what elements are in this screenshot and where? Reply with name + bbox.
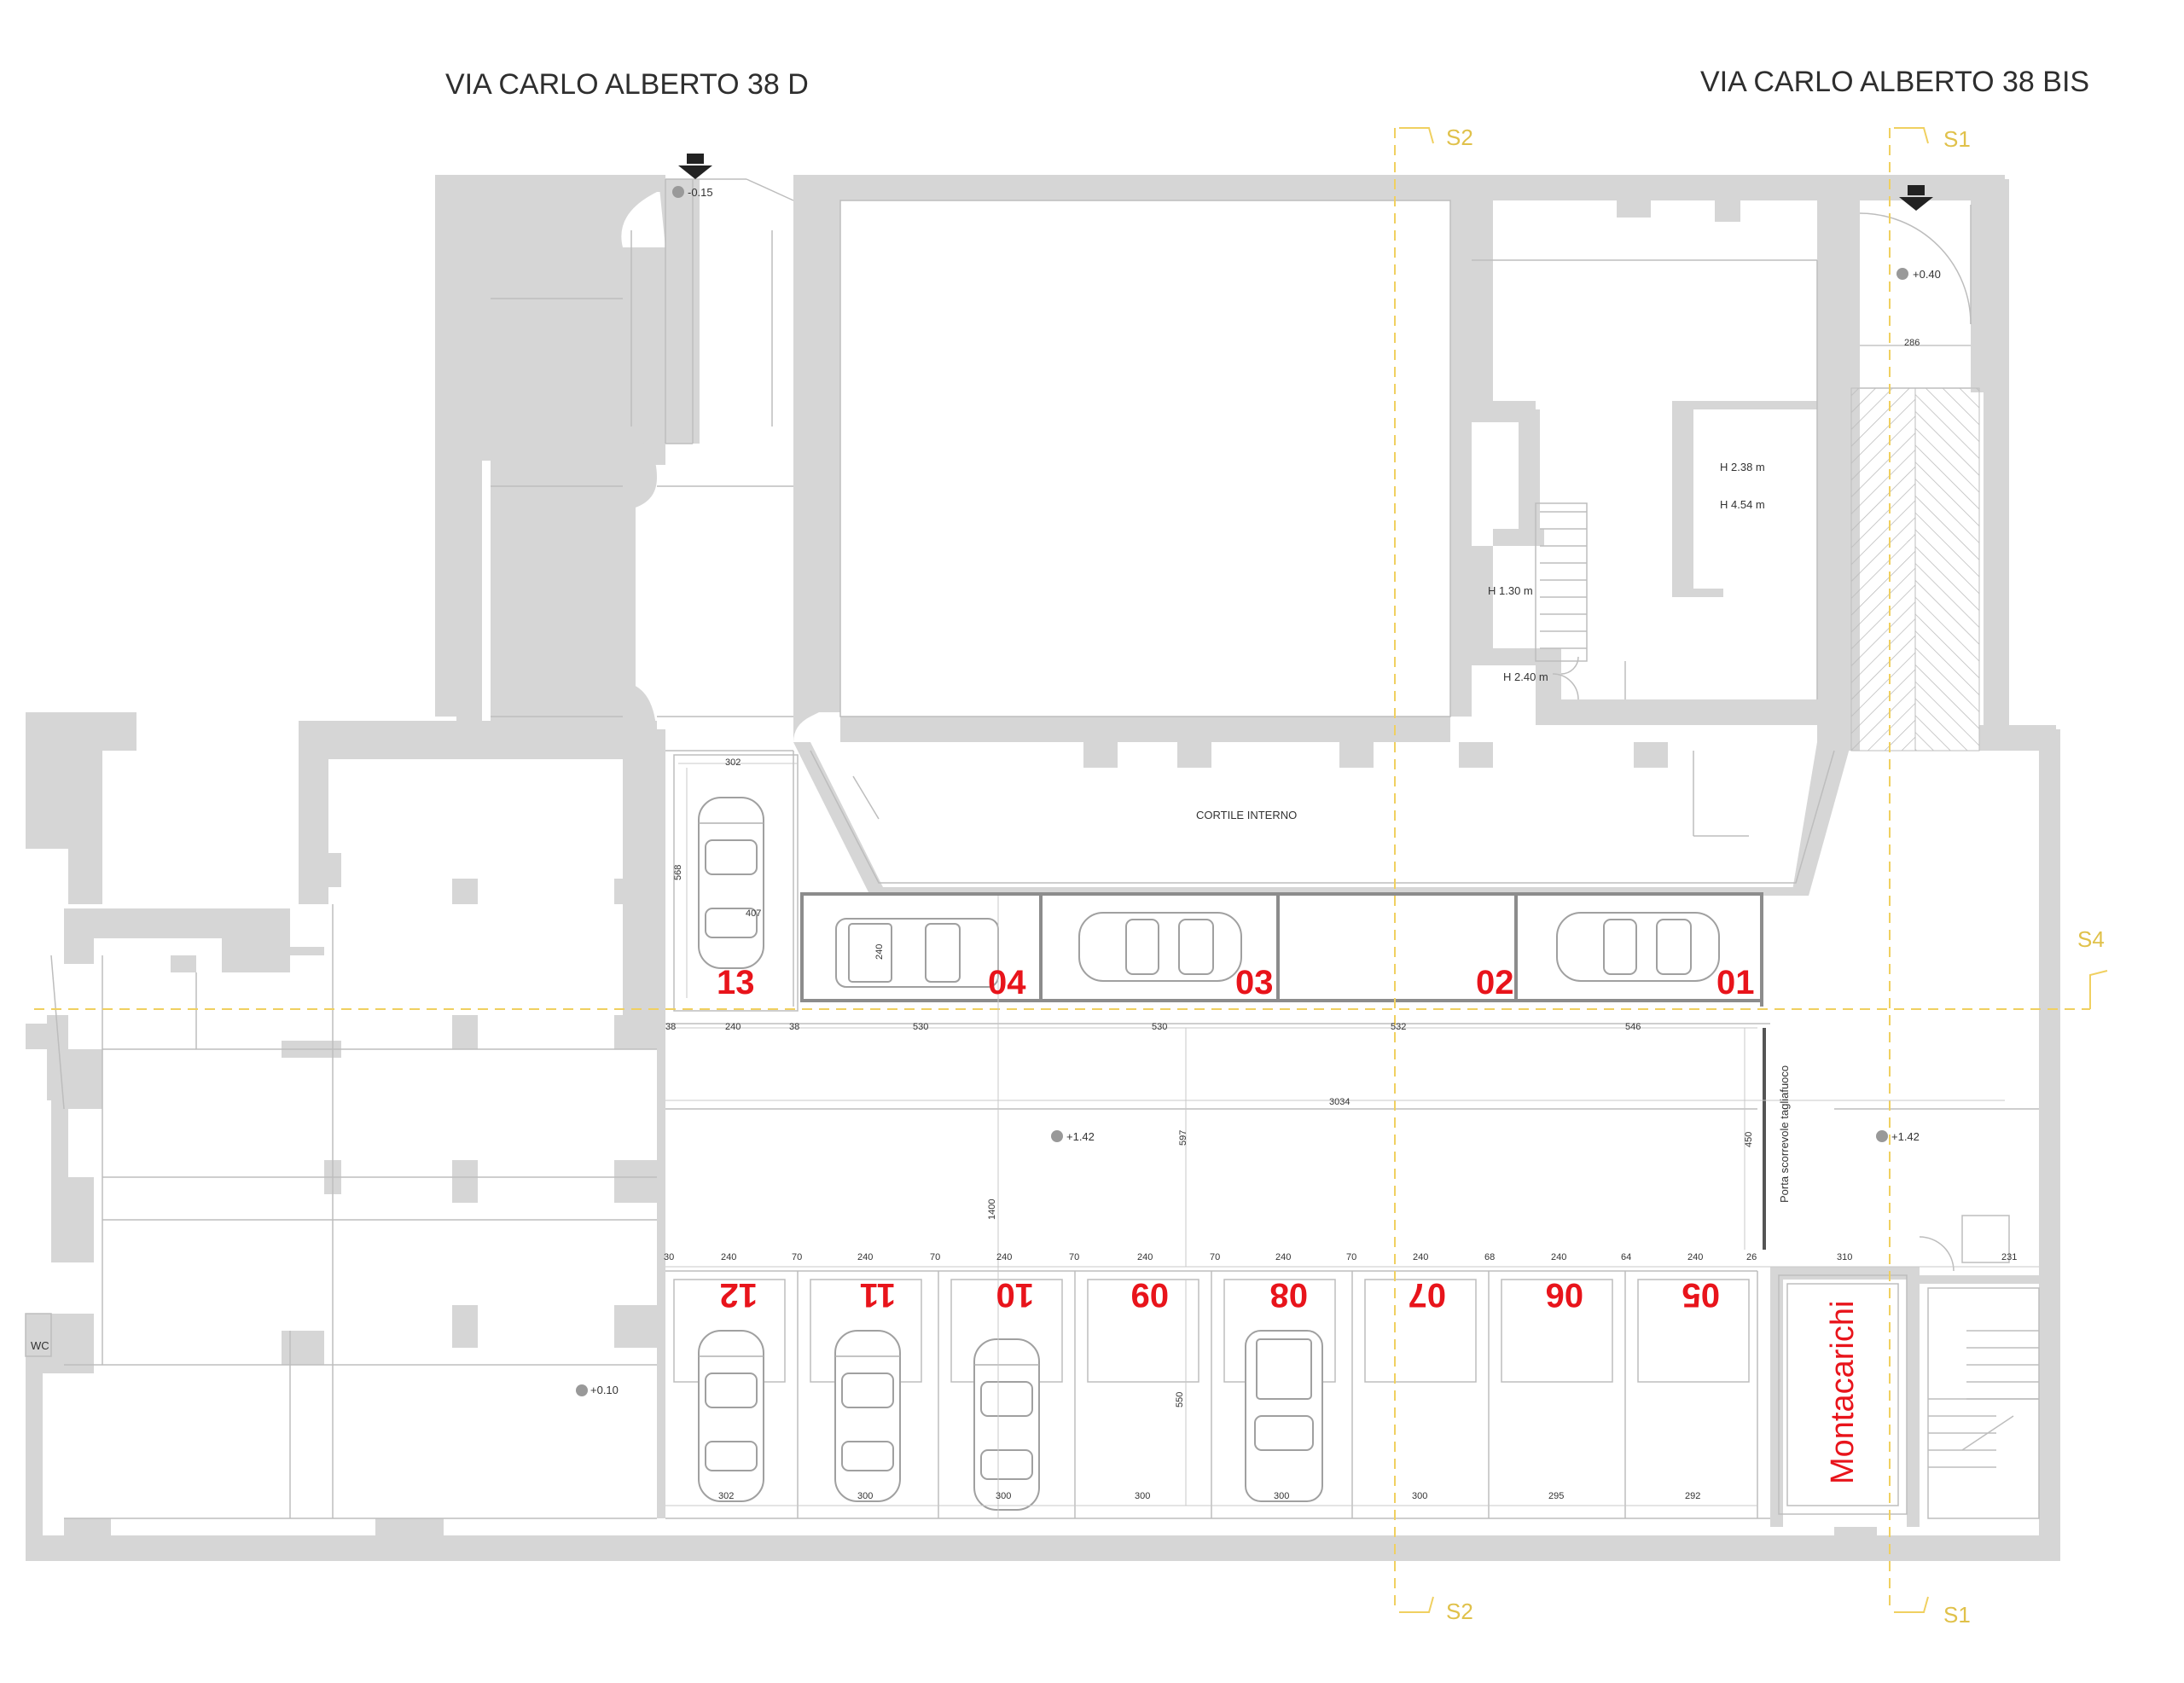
level-icons [576, 186, 1908, 1396]
dimension-value: 295 [1548, 1491, 1564, 1501]
walls [26, 175, 2060, 1561]
dimension-value: 300 [857, 1491, 873, 1501]
fire-door-label: Porta scorrevole tagliafuoco [1778, 1065, 1791, 1203]
dimension-value: 70 [1069, 1252, 1079, 1262]
courtyard-label: CORTILE INTERNO [1196, 809, 1297, 821]
hatched-ramp [1850, 387, 1980, 752]
dimension-value: 26 [1746, 1252, 1757, 1262]
spot-label-13: 13 [717, 964, 755, 1001]
dimension-value: 240 [1551, 1252, 1566, 1262]
height-label-4: H 2.40 m [1503, 670, 1548, 683]
spot-label-01: 01 [1716, 964, 1755, 1001]
dimension-value: 30 [664, 1252, 674, 1262]
spot-label-02: 02 [1476, 964, 1514, 1001]
spot-label-03: 03 [1235, 964, 1274, 1001]
section-s2-bottom: S2 [1446, 1599, 1473, 1624]
dimension-value: 68 [1484, 1252, 1495, 1262]
street-label-right: VIA CARLO ALBERTO 38 BIS [1700, 66, 2089, 98]
spot-label-11: 11 [860, 1276, 896, 1314]
dimension-value: 240 [1137, 1252, 1153, 1262]
dimension-value: 70 [930, 1252, 940, 1262]
level-entrance-left: -0.15 [688, 186, 713, 199]
dimension-value: 240 [1275, 1252, 1291, 1262]
dim-597: 597 [1178, 1130, 1188, 1146]
level-entrance-right: +0.40 [1913, 268, 1941, 281]
spot-label-05: 05 [1682, 1276, 1721, 1314]
dim-450: 450 [1744, 1132, 1754, 1147]
dimension-value: 300 [996, 1491, 1011, 1501]
section-s1-bottom: S1 [1943, 1602, 1971, 1628]
spot-label-12: 12 [720, 1276, 758, 1314]
dimension-value: 38 [665, 1022, 676, 1032]
dimension-value: 240 [857, 1252, 873, 1262]
level-floor-center: +1.42 [1066, 1130, 1095, 1143]
parking-bays-top [800, 892, 1763, 1007]
dim-568: 568 [673, 865, 683, 880]
dimension-lines [665, 345, 2039, 1518]
dim-3034: 3034 [1329, 1097, 1350, 1107]
dimension-value: 240 [1413, 1252, 1428, 1262]
dimension-value: 240 [721, 1252, 736, 1262]
dimension-value: 532 [1391, 1022, 1406, 1032]
dimension-value: 240 [1687, 1252, 1703, 1262]
dimension-value: 70 [1346, 1252, 1356, 1262]
dimension-value: 302 [718, 1491, 734, 1501]
height-label-2: H 4.54 m [1720, 498, 1765, 511]
spot-label-06: 06 [1546, 1276, 1584, 1314]
spot-label-09: 09 [1131, 1276, 1170, 1314]
dimension-value: 38 [789, 1022, 799, 1032]
spot-label-07: 07 [1409, 1276, 1447, 1314]
dimension-value: 240 [725, 1022, 741, 1032]
dimension-value: 70 [792, 1252, 802, 1262]
dimension-value: 546 [1625, 1022, 1641, 1032]
cars [698, 797, 1720, 1511]
dim-302-top: 302 [725, 757, 741, 768]
dimension-value: 300 [1135, 1491, 1150, 1501]
dim-407: 407 [746, 908, 761, 919]
dimension-value: 70 [1210, 1252, 1220, 1262]
freight-lift-label: Montacarichi [1825, 1301, 1861, 1484]
dimension-value: 530 [1152, 1022, 1167, 1032]
dimension-value: 300 [1412, 1491, 1427, 1501]
dimension-value: 292 [1685, 1491, 1700, 1501]
dimension-row-1: 38 240 38 530 530 532 546 [665, 1022, 1641, 1032]
level-floor-left: +0.10 [590, 1384, 619, 1396]
dimension-value: 300 [1274, 1491, 1289, 1501]
dimension-value: 310 [1837, 1252, 1852, 1262]
dim-286: 286 [1904, 338, 1920, 348]
dimension-value: 240 [996, 1252, 1012, 1262]
section-s4: S4 [2077, 926, 2105, 952]
height-label-3: H 1.30 m [1488, 584, 1533, 597]
dimension-value: 64 [1621, 1252, 1631, 1262]
spot-label-04: 04 [988, 964, 1026, 1001]
spot-label-08: 08 [1270, 1276, 1309, 1314]
section-lines [34, 127, 2108, 1613]
height-label-1: H 2.38 m [1720, 461, 1765, 473]
dim-550: 550 [1175, 1392, 1185, 1407]
dimension-value: 530 [913, 1022, 928, 1032]
spot-label-10: 10 [996, 1276, 1035, 1314]
entrance-arrows [678, 154, 1933, 211]
dim-1400: 1400 [987, 1199, 997, 1220]
section-s2-top: S2 [1446, 125, 1473, 150]
section-s1-top: S1 [1943, 126, 1971, 152]
dimension-row-3: 302 300 300 300 300 300 295 292 [718, 1491, 1700, 1501]
dimension-value: 231 [2001, 1252, 2017, 1262]
wc-label: WC [31, 1339, 49, 1352]
dimension-row-2: 30 240 70 240 70 240 70 240 70 240 70 240 68 240 64 240… [664, 1252, 2017, 1262]
dim-240-spot4: 240 [874, 944, 885, 960]
street-label-left: VIA CARLO ALBERTO 38 D [445, 68, 809, 101]
interior-lines [25, 178, 2040, 1519]
level-floor-right: +1.42 [1891, 1130, 1920, 1143]
